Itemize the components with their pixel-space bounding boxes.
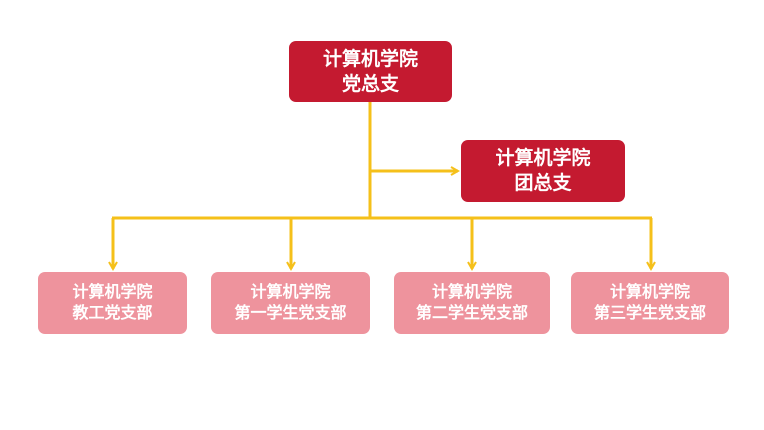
root-line1: 计算机学院 xyxy=(322,47,418,70)
root-line2: 党总支 xyxy=(341,72,399,95)
branch-line1: 计算机学院 xyxy=(609,282,690,302)
league-node: 计算机学院 团总支 xyxy=(461,140,625,202)
root-node: 计算机学院 党总支 xyxy=(289,41,452,102)
branch-line2: 第三学生党支部 xyxy=(593,303,706,322)
league-line1: 计算机学院 xyxy=(495,147,591,170)
branch-line1: 计算机学院 xyxy=(72,282,153,302)
branch-line1: 计算机学院 xyxy=(431,282,512,302)
branch-node-3: 计算机学院 第二学生党支部 xyxy=(394,272,550,334)
branch-node-4: 计算机学院 第三学生党支部 xyxy=(571,272,729,334)
branch-node-1: 计算机学院 教工党支部 xyxy=(38,272,187,334)
branch-line2: 第二学生党支部 xyxy=(415,303,528,322)
branch-line2: 教工党支部 xyxy=(72,303,153,322)
branch-node-2: 计算机学院 第一学生党支部 xyxy=(211,272,370,334)
branch-line1: 计算机学院 xyxy=(250,282,331,302)
branch-line2: 第一学生党支部 xyxy=(234,303,347,322)
league-line2: 团总支 xyxy=(514,172,572,194)
